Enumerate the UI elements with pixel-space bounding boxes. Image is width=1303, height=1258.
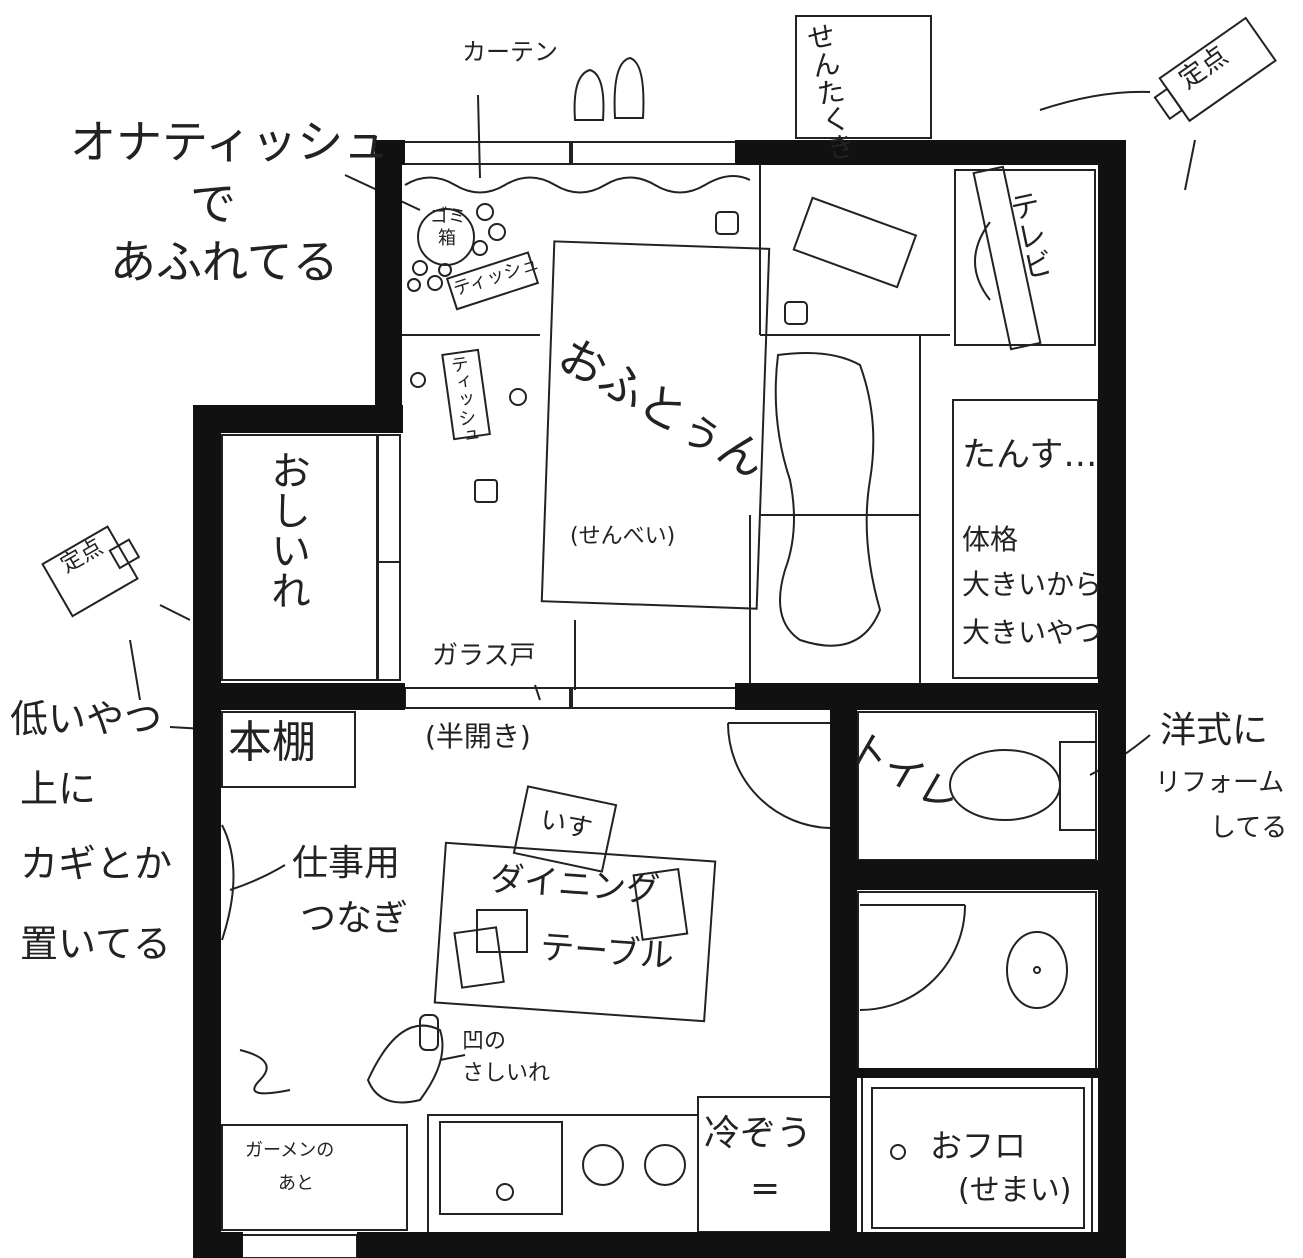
camera-leader [1184, 139, 1196, 191]
dining-table [433, 841, 717, 1023]
slipper-left [573, 68, 605, 121]
glass-door-left [404, 687, 571, 709]
bathtub [871, 1087, 1085, 1229]
cushion [792, 196, 918, 289]
work-label-2: つなぎ [300, 898, 409, 939]
curtain-line [404, 175, 751, 194]
slipper-right [613, 56, 645, 119]
camera-leader [129, 639, 141, 701]
window-top-left [401, 141, 571, 165]
toilet-note-3: してる [1210, 813, 1288, 843]
curtain-label: カーテン [462, 38, 558, 66]
trash-label-2: 箱 [438, 228, 456, 249]
tv-speaker [974, 221, 991, 301]
tissue-box-2 [441, 348, 491, 441]
window-top-right [571, 141, 739, 165]
low-note-1: 低いやつ [10, 697, 163, 741]
glass-door-label: ガラス戸 [432, 641, 536, 671]
fridge-mark: = [750, 1168, 781, 1209]
walls [193, 140, 1126, 1258]
tissue-overflow-label-3: あふれてる [110, 235, 339, 289]
bookshelf [221, 711, 356, 788]
tv-stand [954, 169, 1096, 346]
toilet-door [727, 722, 831, 829]
sink [439, 1121, 563, 1215]
blanket [774, 351, 882, 647]
coverall-leader [229, 864, 286, 891]
fixed-camera-left [41, 525, 141, 618]
washroom-door [859, 904, 966, 1011]
washroom [857, 891, 1097, 1071]
tissue-overflow-label-2: で [190, 177, 236, 231]
glass-door-right [571, 687, 738, 709]
tissue-overflow-label-1: オナティッシュ [70, 115, 390, 169]
curtain-leader [477, 94, 481, 179]
dresser-label-1: たんす… [962, 435, 1098, 475]
dent-label-2: さしいれ [462, 1061, 551, 1086]
dresser-label-4: 大きいやつ [962, 616, 1103, 649]
camera-leader [1039, 90, 1151, 111]
table-label-2: テーブル [538, 927, 676, 977]
dresser-label-3: 大きいから [962, 568, 1103, 601]
closet-label: おしいれ [264, 450, 310, 610]
closet-doors [377, 434, 401, 681]
glass-door-state-label: (半開き) [425, 720, 531, 753]
toilet-note-2: リフォーム [1155, 768, 1285, 798]
trash-label-1: ゴミ [430, 206, 466, 227]
washing-machine [795, 15, 932, 139]
stove-burner-right [644, 1144, 686, 1186]
low-note-4: 置いてる [20, 922, 171, 966]
bath-label-1: おフロ [930, 1127, 1027, 1165]
stove-burner-left [582, 1144, 624, 1186]
work-label-1: 仕事用 [292, 843, 401, 884]
toilet-tank [1059, 741, 1097, 831]
tissue-box-1 [445, 251, 540, 311]
ramen-trail [239, 1049, 291, 1095]
low-note-2: 上に [20, 767, 97, 811]
camera-leader [159, 604, 191, 621]
toilet-bowl [949, 749, 1061, 821]
dresser-label-2: 体格 [962, 523, 1019, 556]
wash-basin [1006, 931, 1068, 1009]
low-note-3: カギとか [20, 842, 173, 886]
tv [972, 165, 1042, 351]
plastic-bag [366, 1024, 444, 1104]
fridge-label: 冷ぞう [704, 1113, 813, 1154]
counter-left [221, 1124, 408, 1231]
bath-label-2: (せまい) [958, 1173, 1072, 1208]
fixed-camera-top [1153, 16, 1277, 123]
futon [540, 240, 771, 610]
toilet-note-1: 洋式に [1160, 710, 1269, 751]
bookshelf-label: 本棚 [228, 717, 316, 768]
chair [512, 785, 618, 873]
ramen-label-2: あと [278, 1173, 314, 1194]
dent-label-1: 凹の [462, 1029, 507, 1054]
coverall [221, 824, 235, 941]
ramen-label-1: ガーメンの [245, 1140, 335, 1161]
futon-sub-label: (せんべい) [570, 524, 676, 549]
